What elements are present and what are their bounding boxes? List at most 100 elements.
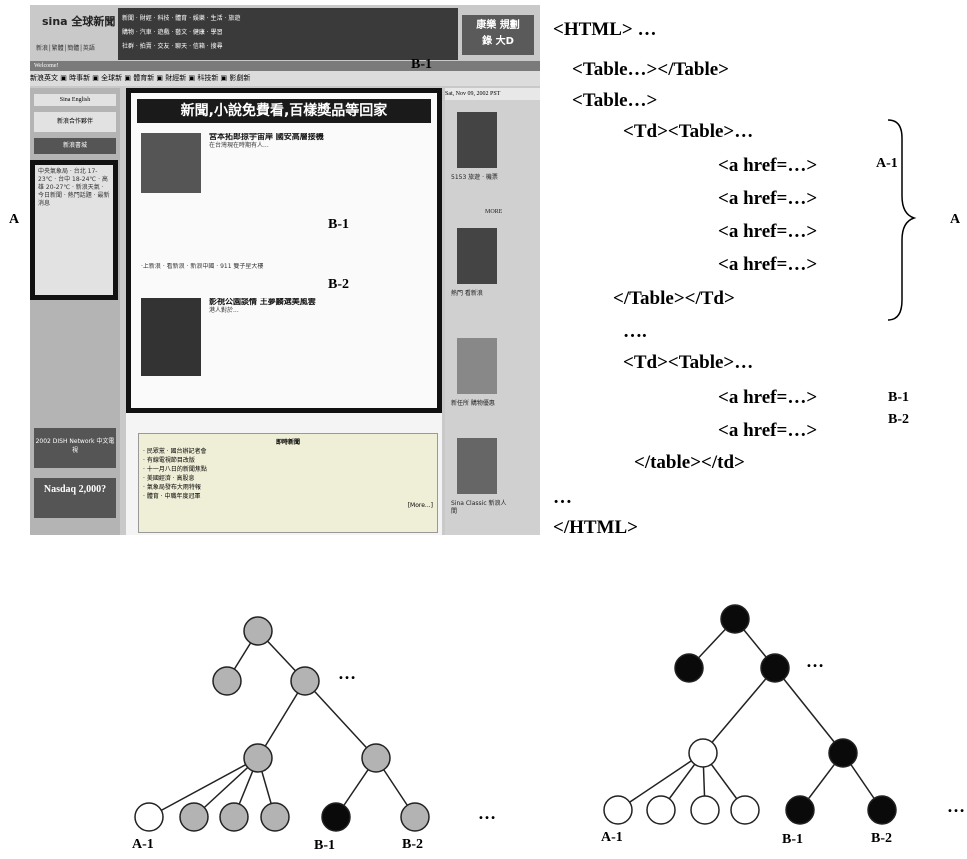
news-title: 即時新聞 <box>275 439 300 446</box>
promo-label: 新任所 購物優惠 <box>451 400 495 407</box>
tree-left-edges <box>148 630 416 818</box>
tree-node <box>730 795 760 825</box>
tree-node <box>646 795 676 825</box>
tree-node <box>688 738 718 768</box>
left-block: 2002 DISH Network 中文電視 <box>34 428 116 468</box>
code-line: <Table…> <box>572 90 658 111</box>
label-b2-mid: B-2 <box>328 277 349 292</box>
date-label: Sat, Nov 09, 2002 PST <box>445 88 540 100</box>
tree-node <box>674 653 704 683</box>
top-navigation: 新聞 ‧ 財經 ‧ 科技 ‧ 體育 ‧ 娛樂 ‧ 生活 ‧ 旅遊 購物 ‧ 汽車… <box>118 8 458 60</box>
tree-node <box>828 738 858 768</box>
promo-image <box>457 112 497 168</box>
news-box: 即時新聞 ‧ 民眾黨 ‧ 國台辦記者會 ‧ 有線電視節目改版 ‧ 十一月八日的新… <box>138 433 438 533</box>
region-a-text: 中央氣象局 ‧ 台北 17-23℃ ‧ 台中 18-24℃ ‧ 高雄 20-27… <box>38 168 110 207</box>
news-item: ‧ 十一月八日的新聞焦點 <box>143 466 207 473</box>
story-photo <box>141 133 201 193</box>
tree-right-leaf-label: B-1 <box>782 832 803 847</box>
code-line: … <box>553 487 572 508</box>
tree-node <box>243 743 273 773</box>
news-item: ‧ 有線電視節目改版 <box>143 457 195 464</box>
tree-node <box>321 802 351 832</box>
tree-left-nodes <box>134 616 430 832</box>
label-a-left: A <box>9 212 20 227</box>
code-line: <HTML> … <box>553 19 657 40</box>
topnav-row: 社群 ‧ 拍賣 ‧ 交友 ‧ 聊天 ‧ 信箱 ‧ 搜尋 <box>122 43 223 50</box>
tree-node <box>867 795 897 825</box>
topnav-row: 新聞 ‧ 財經 ‧ 科技 ‧ 體育 ‧ 娛樂 ‧ 生活 ‧ 旅遊 <box>122 15 241 22</box>
tree-left-leaf-label: A-1 <box>132 837 154 852</box>
main-column: 新聞,小說免費看,百樣獎品等回家 宮本拓郎掠宇宙岸 國安高層接機 在台灣現在時期… <box>126 88 442 535</box>
code-label-b1: B-1 <box>888 390 909 405</box>
curly-brace-icon <box>887 119 917 321</box>
code-line: </HTML> <box>553 517 638 538</box>
section-navbar: 新浪英文 ▣ 時事新 ▣ 全球新 ▣ 體育新 ▣ 財經新 ▣ 科技新 ▣ 影劇新 <box>30 71 540 86</box>
region-b-box: 新聞,小說免費看,百樣獎品等回家 宮本拓郎掠宇宙岸 國安高層接機 在台灣現在時期… <box>126 88 442 413</box>
welcome-bar: Welcome! <box>30 61 540 71</box>
right-column: Sat, Nov 09, 2002 PST 5153 旅遊 ‧ 機票 MORE … <box>445 88 540 535</box>
webpage-screenshot: sina 全球新聞 新浪│繁體│簡體│英語 新聞 ‧ 財經 ‧ 科技 ‧ 體育 … <box>30 5 540 535</box>
tree-node <box>720 604 750 634</box>
left-block: Nasdaq 2,000? <box>34 478 116 518</box>
logo-links: 新浪│繁體│簡體│英語 <box>36 45 95 52</box>
code-line: <a href=…> <box>718 254 818 275</box>
code-line: <Td><Table>… <box>623 352 754 373</box>
topnav-row: 購物 ‧ 汽車 ‧ 遊戲 ‧ 藝文 ‧ 健康 ‧ 學習 <box>122 29 223 36</box>
story-1-title: 宮本拓郎掠宇宙岸 國安高層接機 <box>209 133 324 141</box>
story-photo <box>141 298 201 376</box>
news-item: ‧ 氣象局發布大雨特報 <box>143 484 201 491</box>
promo-image <box>457 438 497 494</box>
headline-banner: 新聞,小說免費看,百樣獎品等回家 <box>137 99 431 123</box>
news-more-link: [More...] <box>407 502 433 509</box>
site-logo: sina 全球新聞 <box>42 15 116 28</box>
tree-left-leaf-label: B-2 <box>402 837 423 852</box>
tree-node <box>179 802 209 832</box>
left-block: 新浪合作夥伴 <box>34 112 116 132</box>
tree-node <box>760 653 790 683</box>
promo-label: 5153 旅遊 ‧ 機票 <box>451 174 498 181</box>
tree-node <box>361 743 391 773</box>
promo-image <box>457 338 497 394</box>
story-1-body: 在台灣現在時期有人... <box>209 142 269 149</box>
dom-trees <box>134 604 897 832</box>
tree-right-ellipsis-bottom: … <box>947 796 965 816</box>
code-label-b2: B-2 <box>888 412 909 427</box>
news-item: ‧ 民眾黨 ‧ 國台辦記者會 <box>143 448 207 455</box>
tree-right-ellipsis-top: … <box>806 651 824 671</box>
tree-node <box>243 616 273 646</box>
tree-node <box>260 802 290 832</box>
tree-right-nodes <box>603 604 897 825</box>
tree-node <box>219 802 249 832</box>
news-item: ‧ 美國經濟 ‧ 高股息 <box>143 475 195 482</box>
tree-node <box>290 666 320 696</box>
tree-node <box>690 795 720 825</box>
ad-line: 康樂 規劃 <box>476 20 520 31</box>
code-line: <Table…></Table> <box>572 59 730 80</box>
label-b1-mid: B-1 <box>328 217 349 232</box>
code-line: </table></td> <box>634 452 745 473</box>
tree-node <box>603 795 633 825</box>
tree-node <box>785 795 815 825</box>
tree-node <box>400 802 430 832</box>
tree-node <box>134 802 164 832</box>
story-2-title: 影視公園談情 王夢麟選美風雲 <box>209 298 316 306</box>
code-line: <a href=…> <box>718 155 818 176</box>
code-line: <Td><Table>… <box>623 121 754 142</box>
story-links: ‧上新浪 ‧ 看新浪 ‧ 新浪中國 ‧ 911 雙子星大樓 <box>141 263 264 270</box>
tree-left-ellipsis-top: … <box>338 663 356 683</box>
banner-ad: 康樂 規劃 錄 大D <box>462 15 534 55</box>
tree-right-leaf-label: B-2 <box>871 831 892 846</box>
ad-line: 錄 大D <box>482 36 514 47</box>
tree-right-leaf-label: A-1 <box>601 830 623 845</box>
code-label-a1: A-1 <box>876 156 898 171</box>
tree-node <box>212 666 242 696</box>
left-block: 新浪書城 <box>34 138 116 154</box>
code-line: <a href=…> <box>718 221 818 242</box>
tree-right-edges <box>617 618 883 811</box>
label-b1-top: B-1 <box>411 57 432 72</box>
tree-left-ellipsis-bottom: … <box>478 803 496 823</box>
code-line: </Table></Td> <box>613 288 735 309</box>
code-line: …. <box>623 321 647 342</box>
code-label-a: A <box>950 212 961 227</box>
tree-left-leaf-label: B-1 <box>314 838 335 853</box>
